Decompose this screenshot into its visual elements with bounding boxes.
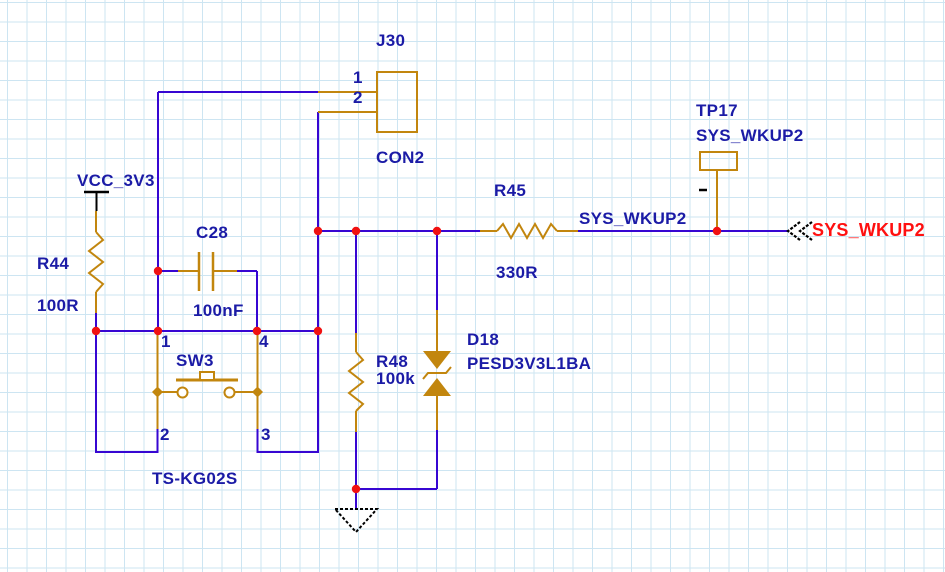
- sw3-left-node: [152, 386, 163, 398]
- j30-pin1-number: 1: [353, 68, 363, 87]
- r45-zigzag: [496, 221, 558, 241]
- port-chevron-inner: [798, 221, 813, 241]
- junction-dot: [712, 226, 722, 236]
- junction-dot: [91, 326, 101, 336]
- tp17-net-label[interactable]: SYS_WKUP2: [696, 126, 804, 145]
- port-label-sys-wkup2[interactable]: SYS_WKUP2: [812, 220, 925, 240]
- junction-dot: [313, 226, 323, 236]
- r48-designator-label[interactable]: R48: [376, 352, 409, 371]
- d18-symbol[interactable]: [422, 310, 452, 430]
- r45-value-label[interactable]: 330R: [496, 263, 538, 282]
- sw3-designator-label[interactable]: SW3: [176, 351, 214, 370]
- sw3-left-contact: [176, 386, 189, 399]
- j30-symbol[interactable]: [318, 71, 418, 133]
- tp17-body: [699, 151, 738, 171]
- r45-designator-label[interactable]: R45: [494, 181, 527, 200]
- r44-designator-label[interactable]: R44: [37, 254, 70, 273]
- r44-symbol[interactable]: [87, 211, 105, 313]
- d18-designator-label[interactable]: D18: [467, 330, 500, 349]
- d18-gate-bar: [422, 366, 452, 380]
- sw3-right-node: [252, 386, 263, 398]
- junction-dot: [153, 266, 163, 276]
- junction-dot: [351, 484, 361, 494]
- wire-sw3-left-loop[interactable]: [95, 331, 159, 453]
- sw3-symbol[interactable]: [152, 331, 263, 429]
- port-chevron-icon[interactable]: [786, 221, 813, 241]
- sw3-pin2-number: 2: [160, 425, 170, 444]
- net-wires: [95, 91, 789, 508]
- j30-designator-label[interactable]: J30: [376, 31, 406, 50]
- d18-value-label[interactable]: PESD3V3L1BA: [467, 354, 592, 373]
- gnd-symbol[interactable]: [332, 508, 380, 534]
- sw3-button: [199, 371, 215, 381]
- r48-zigzag: [347, 351, 365, 412]
- junction-dot: [313, 326, 323, 336]
- r45-symbol[interactable]: [480, 221, 578, 241]
- sw3-pin4-number: 4: [259, 332, 269, 351]
- wire-c28-right[interactable]: [237, 270, 258, 331]
- j30-value-label[interactable]: CON2: [376, 148, 425, 167]
- junction-dot: [252, 326, 262, 336]
- junction-dot: [432, 226, 442, 236]
- d18-triangle-bottom: [423, 378, 451, 396]
- net-label-sys-wkup2[interactable]: SYS_WKUP2: [579, 209, 687, 228]
- tp17-designator-label[interactable]: TP17: [696, 101, 738, 120]
- tp17-symbol[interactable]: [699, 151, 738, 231]
- vcc-power-symbol[interactable]: [84, 190, 109, 211]
- junction-dots: [91, 226, 722, 494]
- r48-symbol[interactable]: [347, 333, 365, 432]
- sw3-pin1-number: 1: [161, 332, 171, 351]
- r48-value-label[interactable]: 100k: [376, 369, 416, 388]
- gnd-triangle: [332, 508, 380, 534]
- r44-zigzag: [87, 231, 105, 293]
- port-chevron-outer: [786, 221, 801, 241]
- j30-pin2-number: 2: [353, 88, 363, 107]
- d18-triangle-top: [423, 351, 451, 369]
- r44-value-label[interactable]: 100R: [37, 296, 79, 315]
- sw3-value-label[interactable]: TS-KG02S: [152, 469, 238, 488]
- junction-dot: [351, 226, 361, 236]
- j30-body: [376, 71, 418, 133]
- sw3-right-contact: [223, 386, 236, 399]
- junction-dot: [153, 326, 163, 336]
- wire-sw3-right-loop[interactable]: [256, 331, 319, 453]
- c28-designator-label[interactable]: C28: [196, 223, 229, 242]
- c28-value-label[interactable]: 100nF: [193, 301, 244, 320]
- vcc-net-label[interactable]: VCC_3V3: [77, 171, 155, 190]
- c28-symbol[interactable]: [178, 252, 237, 291]
- sw3-pin3-number: 3: [261, 425, 271, 444]
